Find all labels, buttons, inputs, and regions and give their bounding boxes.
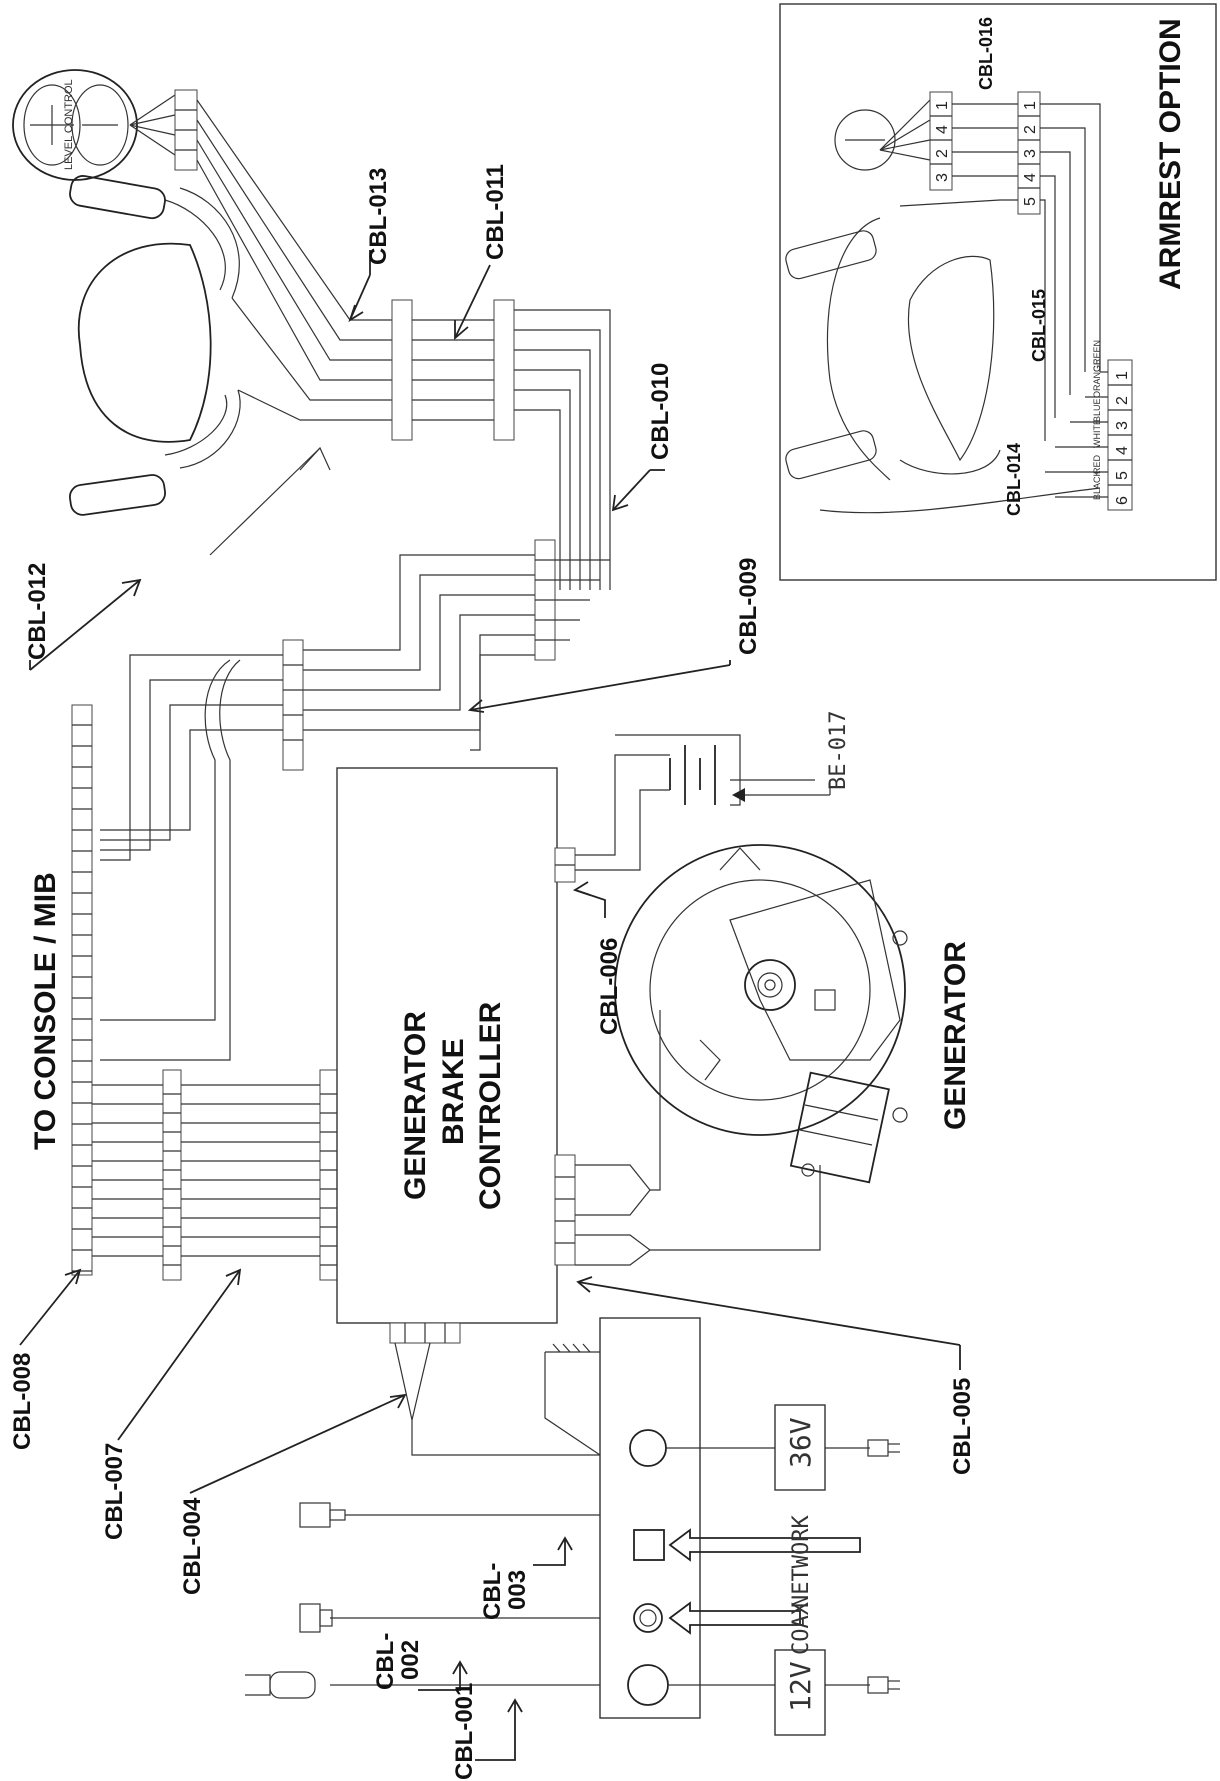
cbl-004-label: CBL-004 <box>179 1497 206 1595</box>
cbl-009-label: CBL-009 <box>735 558 762 655</box>
svg-text:1: 1 <box>934 101 951 110</box>
svg-text:1: 1 <box>1022 101 1039 110</box>
svg-text:2: 2 <box>1114 396 1131 405</box>
svg-text:NETWORK: NETWORK <box>789 1515 814 1608</box>
cbl-002-label-a: CBL- <box>372 1633 399 1690</box>
svg-text:2: 2 <box>934 149 951 158</box>
cbl-003-label-b: 003 <box>504 1570 531 1610</box>
cbl-006-label: CBL-006 <box>596 938 623 1035</box>
armrest-option-inset: ARMREST OPTION 3 2 4 1 5 4 3 2 1 CBL-016 <box>779 3 1217 581</box>
svg-text:36V: 36V <box>784 1417 817 1468</box>
svg-text:5: 5 <box>1114 471 1131 480</box>
svg-text:4: 4 <box>1022 173 1039 182</box>
armrest-connector-right <box>1017 91 1041 215</box>
svg-text:4: 4 <box>1114 446 1131 455</box>
seat-assembly <box>69 175 331 556</box>
coax-arrow-icon <box>668 1601 801 1635</box>
harness-connector-a <box>391 299 413 441</box>
level-control-pad: LEVEL CONTROL <box>12 69 198 181</box>
network-arrow-icon <box>668 1528 861 1562</box>
svg-text:3: 3 <box>1022 149 1039 158</box>
generator-title: GENERATOR <box>939 941 972 1130</box>
svg-text:RED: RED <box>1092 454 1102 474</box>
svg-text:ORANGE: ORANGE <box>1092 359 1102 398</box>
cbl-001-label: CBL-001 <box>451 1683 478 1780</box>
cbl-003-label-a: CBL- <box>479 1563 506 1620</box>
lower-harness <box>92 1069 339 1281</box>
battery-be017: BE-017 <box>615 711 851 806</box>
harness-connector-b <box>493 299 515 441</box>
svg-text:BLUE: BLUE <box>1092 398 1102 422</box>
psu-36v <box>774 1404 826 1491</box>
svg-text:3: 3 <box>1114 421 1131 430</box>
svg-text:WHITE: WHITE <box>1092 419 1102 448</box>
cbl-011-label: CBL-011 <box>482 164 509 260</box>
level-control-label: LEVEL CONTROL <box>63 79 75 170</box>
cbl-014-label: CBL-014 <box>1004 443 1024 516</box>
cbl-005-label: CBL-005 <box>949 1378 976 1475</box>
svg-text:BRAKE: BRAKE <box>437 1038 470 1145</box>
cbl-016-label: CBL-016 <box>976 17 996 90</box>
coax-jack <box>633 1603 663 1633</box>
svg-text:CONTROLLER: CONTROLLER <box>474 1001 507 1210</box>
svg-text:12V: 12V <box>784 1661 817 1712</box>
cbl-008-label: CBL-008 <box>9 1353 36 1450</box>
cbl-007-label: CBL-007 <box>101 1443 128 1540</box>
network-jack <box>633 1529 665 1561</box>
svg-text:6: 6 <box>1114 496 1131 505</box>
svg-text:COAX: COAX <box>789 1601 814 1655</box>
svg-text:BLACK: BLACK <box>1092 470 1102 500</box>
cbl-002-label-b: 002 <box>397 1640 424 1680</box>
svg-text:2: 2 <box>1022 125 1039 134</box>
cbl-015-label: CBL-015 <box>1029 289 1049 362</box>
cbl-013-label: CBL-013 <box>365 168 392 265</box>
svg-text:4: 4 <box>934 125 951 134</box>
generator: GENERATOR <box>614 844 972 1184</box>
console-connector-strip: TO CONSOLE / MIB <box>29 704 93 1276</box>
svg-text:3: 3 <box>934 173 951 182</box>
input-panel: 36V 12V NETWORK COAX <box>245 1317 900 1736</box>
svg-text:GENERATOR: GENERATOR <box>399 1011 432 1200</box>
svg-text:5: 5 <box>1022 197 1039 206</box>
console-title: TO CONSOLE / MIB <box>29 872 62 1150</box>
svg-text:1: 1 <box>1114 371 1131 380</box>
be-017-label: BE-017 <box>826 711 851 790</box>
cbl-010-label: CBL-010 <box>647 363 674 460</box>
svg-text:GREEN: GREEN <box>1092 340 1102 372</box>
generator-brake-controller: GENERATOR BRAKE CONTROLLER BE-017 <box>336 711 851 1456</box>
psu-12v <box>774 1649 826 1736</box>
callouts: CBL-013 CBL-011 CBL-010 CBL-009 CBL-012 … <box>9 164 976 1780</box>
upper-harness <box>100 99 611 1061</box>
harness-connector-d <box>282 639 304 771</box>
armrest-option-title: ARMREST OPTION <box>1154 18 1187 290</box>
cbl-012-label: CBL-012 <box>24 563 51 660</box>
